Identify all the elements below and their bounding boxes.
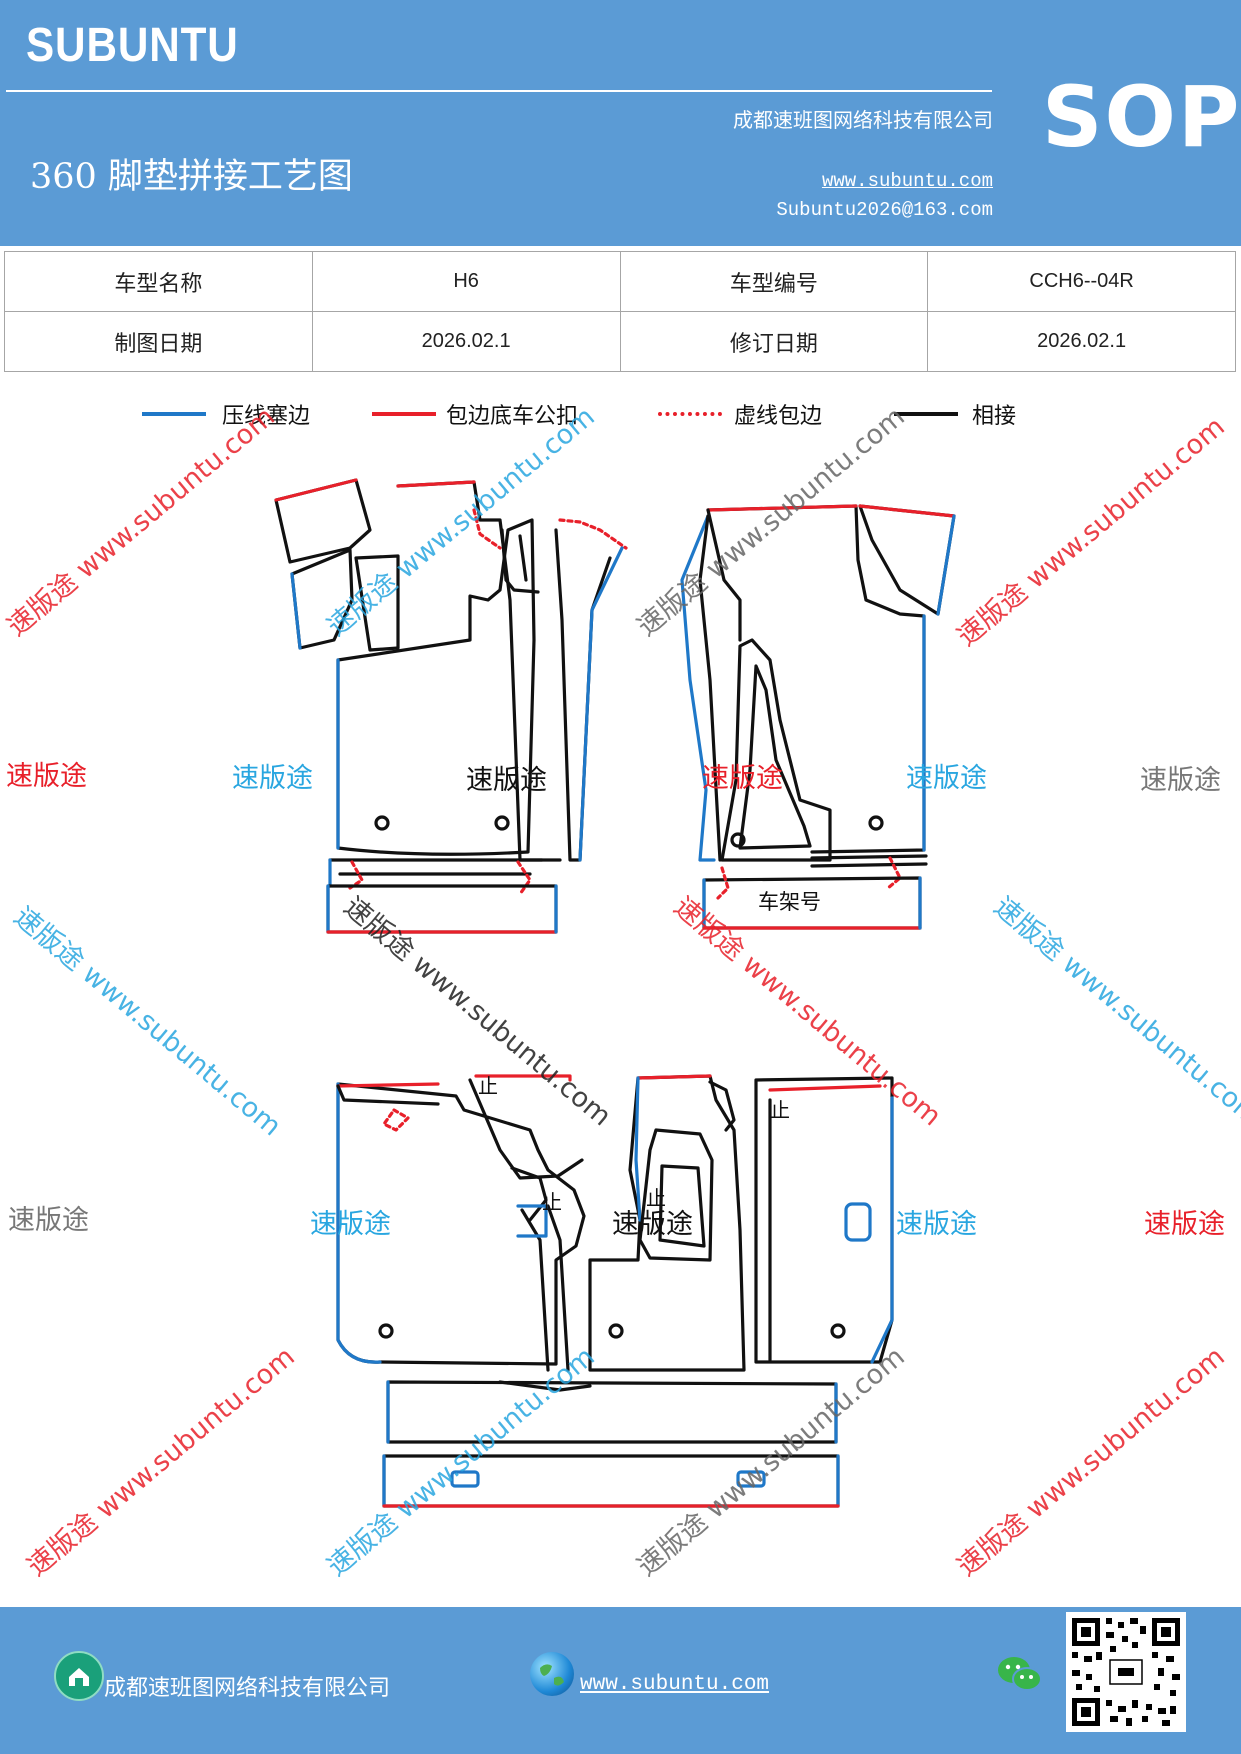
revise-date-value: 2026.02.1	[927, 311, 1236, 372]
page-title: 360 脚垫拼接工艺图	[30, 157, 353, 197]
draw-date-label: 制图日期	[4, 311, 313, 372]
stop-mark: 止	[542, 1190, 562, 1214]
qr-code	[1066, 1612, 1186, 1732]
watermark-text: 速版途	[466, 765, 547, 796]
header-company: 成都速班图网络科技有限公司	[733, 108, 993, 132]
watermark-text: 速版途	[1144, 1209, 1225, 1240]
table-row: 车型名称 H6 车型编号 CCH6--04R	[4, 251, 1236, 312]
legend-label: 相接	[972, 404, 1017, 429]
legend-swatch	[142, 412, 206, 416]
footer-website-link[interactable]: www.subuntu.com	[580, 1673, 770, 1696]
legend: 压线塞边 包边底车公扣 虚线包边 相接	[0, 398, 1241, 438]
watermark-text: 速版途	[906, 763, 987, 794]
stop-mark: 止	[478, 1074, 498, 1098]
footer-company: 成都速班图网络科技有限公司	[104, 1676, 391, 1701]
stop-mark: 止	[646, 1186, 666, 1210]
legend-swatch	[894, 412, 958, 416]
table-row: 制图日期 2026.02.1 修订日期 2026.02.1	[4, 311, 1236, 372]
stop-mark: 止	[770, 1098, 790, 1122]
watermark-text: 速版途	[702, 763, 783, 794]
revise-date-label: 修订日期	[619, 311, 929, 372]
watermark-text: 速版途	[232, 763, 313, 794]
watermark-text: 速版途	[310, 1209, 391, 1240]
home-icon	[54, 1651, 104, 1701]
model-code-value: CCH6--04R	[927, 251, 1236, 312]
legend-label: 压线塞边	[222, 404, 311, 429]
legend-swatch	[372, 412, 436, 416]
front-left-mat	[274, 478, 628, 934]
watermark-text: 速版途	[612, 1209, 693, 1240]
brand-logo: SUBUNTU	[26, 19, 239, 72]
wechat-icon	[996, 1652, 1044, 1696]
model-name-label: 车型名称	[4, 251, 313, 312]
watermark-text: 速版途	[1140, 765, 1221, 796]
info-table: 车型名称 H6 车型编号 CCH6--04R 制图日期 2026.02.1 修订…	[4, 251, 1236, 372]
rear-mats	[336, 1074, 894, 1508]
watermark-text: 速版途	[6, 761, 87, 792]
legend-label: 虚线包边	[734, 404, 823, 429]
header-divider	[6, 90, 992, 92]
frame-number-label: 车架号	[758, 890, 821, 914]
sop-badge: SOP	[1042, 68, 1241, 166]
watermark-text: 速版途	[8, 1205, 89, 1236]
legend-label: 包边底车公扣	[446, 404, 579, 429]
header-website-link[interactable]: www.subuntu.com	[821, 170, 993, 192]
watermark-text: 速版途	[896, 1209, 977, 1240]
model-name-value: H6	[311, 251, 621, 312]
front-right-mat	[680, 504, 956, 930]
globe-icon	[530, 1652, 574, 1696]
legend-swatch	[658, 412, 722, 416]
model-code-label: 车型编号	[619, 251, 929, 312]
draw-date-value: 2026.02.1	[311, 311, 621, 372]
header-email: Subuntu2026@163.com	[776, 199, 993, 221]
header-banner	[0, 0, 1241, 246]
mat-pattern-diagram	[274, 478, 956, 1508]
